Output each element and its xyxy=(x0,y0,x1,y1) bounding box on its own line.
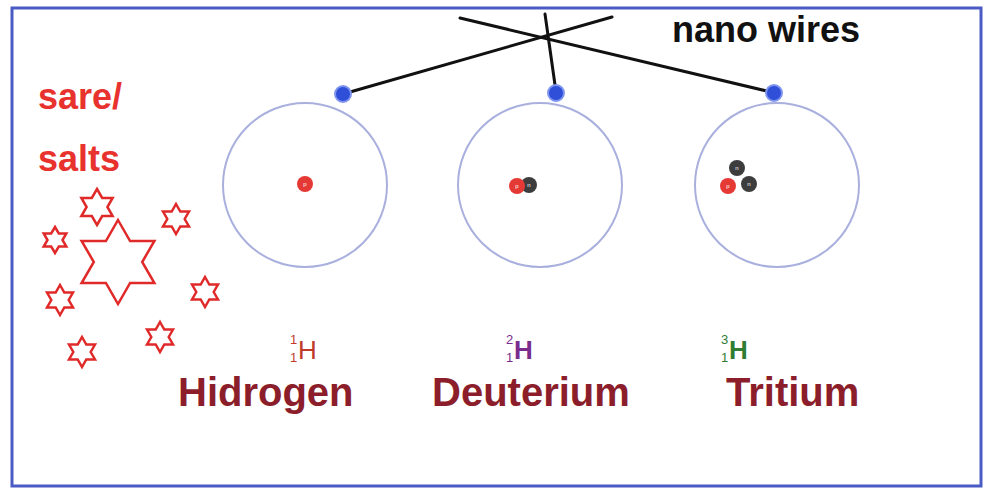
salt-star xyxy=(44,227,67,253)
proton xyxy=(509,178,525,194)
nuclei xyxy=(297,160,757,194)
salt-star xyxy=(147,322,173,352)
element-symbol: H xyxy=(729,336,748,365)
isotope-name: Hidrogen xyxy=(178,370,354,414)
particle-letter: n xyxy=(527,182,530,188)
isotope-name: Tritium xyxy=(726,370,859,414)
orbit xyxy=(458,103,622,267)
nano-wire xyxy=(343,17,612,94)
particle-letter: n xyxy=(735,165,738,171)
atomic-number: 1 xyxy=(721,351,728,365)
electron xyxy=(548,85,564,101)
isotope-name: Deuterium xyxy=(432,370,630,414)
particle-letter: p xyxy=(515,183,518,189)
salt-star xyxy=(69,337,95,367)
salt-label: sare/ salts xyxy=(38,66,148,190)
salt-star xyxy=(82,220,155,304)
mass-number: 1 xyxy=(290,333,297,347)
neutron xyxy=(741,176,757,192)
mass-number: 3 xyxy=(721,333,728,347)
electron xyxy=(335,86,351,102)
proton xyxy=(720,178,736,194)
salt-stars xyxy=(44,189,218,367)
atomic-number: 1 xyxy=(506,351,513,365)
salt-star xyxy=(47,285,73,315)
orbit xyxy=(223,103,387,267)
neutron xyxy=(729,160,745,176)
nano-wire xyxy=(545,14,556,92)
particle-letter: p xyxy=(303,181,306,187)
orbits xyxy=(223,103,859,267)
proton xyxy=(297,176,313,192)
salt-star xyxy=(192,277,218,307)
orbit xyxy=(695,103,859,267)
particle-letter: p xyxy=(726,183,729,189)
particle-letter: n xyxy=(747,181,750,187)
wire-label: nano wires xyxy=(672,10,860,50)
salt-star xyxy=(163,204,189,234)
frame xyxy=(12,8,981,486)
electrons xyxy=(335,85,782,102)
salt-star xyxy=(81,189,112,225)
element-symbol: H xyxy=(298,336,317,365)
electron xyxy=(766,85,782,101)
element-symbol: H xyxy=(514,336,533,365)
atomic-number: 1 xyxy=(290,351,297,365)
mass-number: 2 xyxy=(506,333,513,347)
